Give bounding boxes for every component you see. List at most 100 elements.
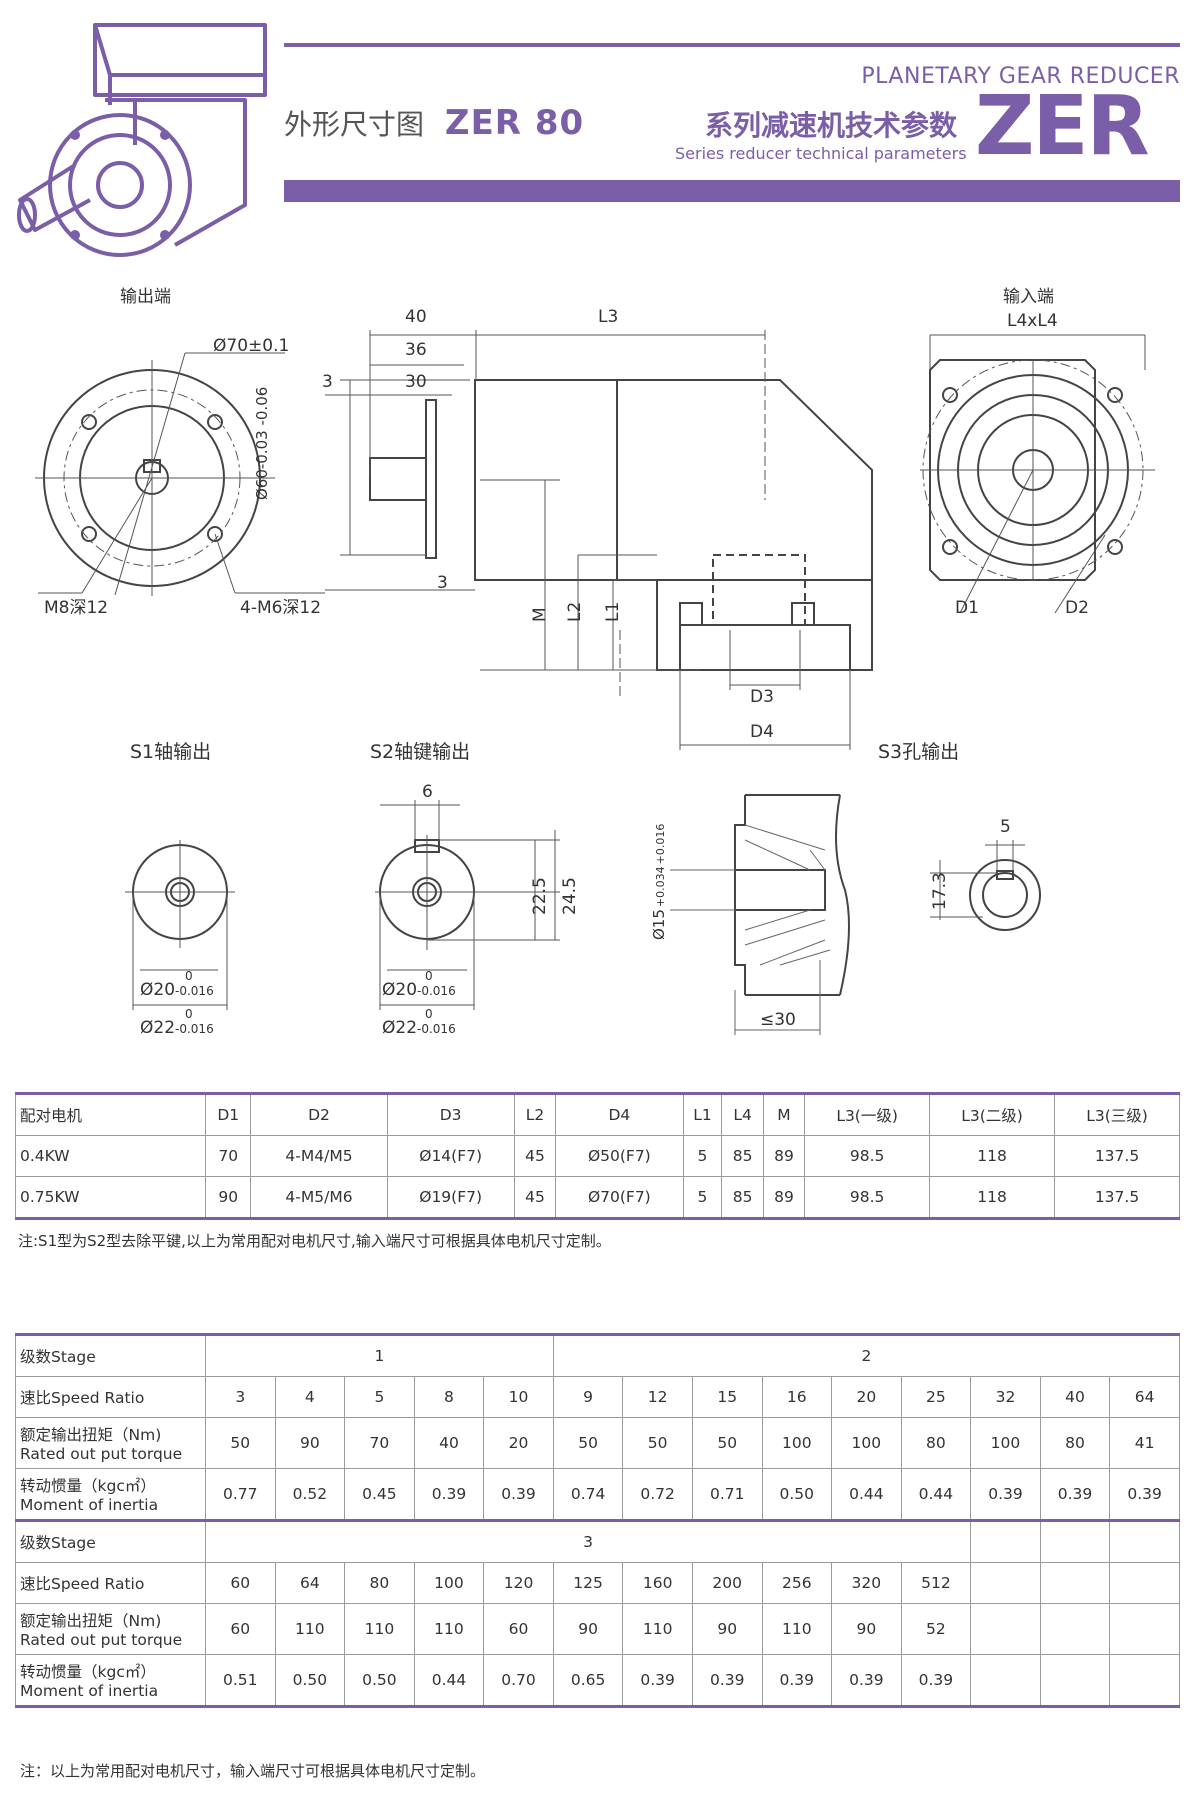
table-cell: 100	[761, 1417, 833, 1469]
table-cell: 90	[552, 1603, 624, 1655]
dim-L1: L1	[603, 601, 623, 622]
table-cell: 0.65	[552, 1654, 624, 1708]
table-cell: 12	[622, 1376, 693, 1418]
table-cell: 3	[205, 1376, 276, 1418]
row-label: 转动惯量（kgc㎡）Moment of inertia	[15, 1654, 206, 1708]
table-cell: Ø50(F7)	[555, 1135, 684, 1177]
input-flange-view	[920, 334, 1155, 614]
s1-shaft-view	[125, 840, 235, 1010]
table-cell: 0.39	[483, 1468, 554, 1522]
motor-table-header: 配对电机 D1 D2 D3 L2 D4 L1 L4 M L3(一级) L3(二级…	[15, 1092, 1180, 1136]
table-cell: 5	[682, 1135, 723, 1177]
s3-dia15: Ø15+0.034+0.016	[650, 823, 668, 940]
table-cell: 50	[552, 1417, 624, 1469]
s2-dim-24-5: 24.5	[560, 877, 580, 915]
table-cell: 70	[204, 1135, 252, 1177]
table-cell: 60	[483, 1603, 554, 1655]
s1-tol0-b: 0	[185, 1007, 193, 1021]
table-cell: 160	[622, 1562, 693, 1604]
row-label-cn: 额定输出扭矩（Nm)	[20, 1612, 162, 1630]
row-label-cn: 转动惯量（kgc㎡）	[20, 1663, 156, 1681]
table-cell: Ø14(F7)	[386, 1135, 515, 1177]
table-cell	[1039, 1654, 1111, 1708]
table-cell: 0.39	[761, 1654, 833, 1708]
dim-3-bottom: 3	[437, 573, 448, 593]
row-label: 额定输出扭矩（Nm)Rated out put torque	[15, 1603, 206, 1655]
table-cell: 0.39	[413, 1468, 485, 1522]
table-cell: 0.71	[691, 1468, 763, 1522]
header-cell: L4	[721, 1092, 764, 1136]
table-cell: 5	[344, 1376, 415, 1418]
table-cell: 64	[274, 1562, 346, 1604]
table-cell	[1109, 1562, 1180, 1604]
table-cell: 9	[552, 1376, 624, 1418]
table-row: 0.4KW 70 4-M4/M5 Ø14(F7) 45 Ø50(F7) 5 85…	[15, 1135, 1180, 1177]
table-cell: 8	[413, 1376, 485, 1418]
table-cell: 98.5	[804, 1176, 931, 1220]
table-cell: 80	[1039, 1417, 1111, 1469]
table-cell: 0.50	[761, 1468, 833, 1522]
row-label: 速比Speed Ratio	[15, 1562, 206, 1604]
table-cell: 256	[761, 1562, 833, 1604]
table-cell: 45	[513, 1176, 557, 1220]
table-cell	[970, 1519, 1041, 1563]
table-cell: 0.50	[344, 1654, 415, 1708]
dim-L4xL4: L4xL4	[1007, 311, 1058, 331]
header-cell: D2	[250, 1092, 388, 1136]
s3-end-view	[930, 840, 1041, 931]
model-name: ZER 80	[444, 103, 585, 143]
table-cell	[1039, 1562, 1111, 1604]
table-cell: 0.39	[970, 1468, 1041, 1522]
motor-table-note: 注:S1型为S2型去除平键,以上为常用配对电机尺寸,输入端尺寸可根据具体电机尺寸…	[18, 1232, 611, 1250]
s2-dim-22-5: 22.5	[530, 877, 550, 915]
table-cell: 0.39	[1109, 1468, 1180, 1522]
table-cell: 110	[344, 1603, 415, 1655]
table-cell: 100	[970, 1417, 1041, 1469]
table-cell: 60	[205, 1562, 276, 1604]
header-cell: D1	[204, 1092, 252, 1136]
table-cell: 0.39	[691, 1654, 763, 1708]
dim-M: M	[530, 607, 550, 622]
table-cell: 80	[344, 1562, 415, 1604]
brand-logo: ZER	[975, 79, 1150, 174]
s3-dim-17-3: 17.3	[930, 872, 950, 910]
dim-30: 30	[405, 372, 427, 392]
table-cell	[970, 1603, 1041, 1655]
output-flange-view	[35, 352, 325, 596]
table-cell	[1039, 1603, 1111, 1655]
table-cell: 16	[761, 1376, 833, 1418]
row-label-cn: 额定输出扭矩（Nm)	[20, 1426, 162, 1444]
row-label: 转动惯量（kgc㎡）Moment of inertia	[15, 1468, 206, 1522]
dim-36: 36	[405, 340, 427, 360]
s1-label: S1轴输出	[130, 741, 212, 763]
table-cell: 2	[552, 1333, 1181, 1377]
row-label-en: Moment of inertia	[20, 1682, 159, 1700]
table-cell: 50	[691, 1417, 763, 1469]
table-cell: Ø70(F7)	[555, 1176, 684, 1220]
dim-L3: L3	[598, 307, 619, 327]
table-cell: 20	[483, 1417, 554, 1469]
header-cell: L1	[682, 1092, 723, 1136]
table-cell: 200	[691, 1562, 763, 1604]
table-cell: 41	[1109, 1417, 1180, 1469]
s3-dim-5: 5	[1000, 817, 1011, 837]
row-label: 级数Stage	[15, 1519, 206, 1563]
table-cell: 90	[691, 1603, 763, 1655]
table-cell: 0.44	[900, 1468, 972, 1522]
table-cell: 0.74	[552, 1468, 624, 1522]
title-cn: 外形尺寸图	[284, 108, 425, 141]
table-cell: 137.5	[1054, 1176, 1180, 1220]
s3-hole-section	[670, 794, 850, 1035]
dim-D4: D4	[750, 722, 774, 742]
table-cell: 0.70	[483, 1654, 554, 1708]
table-cell: 40	[413, 1417, 485, 1469]
row-label: 速比Speed Ratio	[15, 1376, 206, 1418]
s3-label: S3孔输出	[878, 741, 960, 763]
input-end-label: 输入端	[1003, 287, 1054, 307]
table-cell: 110	[274, 1603, 346, 1655]
dim-D1: D1	[955, 598, 979, 618]
row-label: 额定输出扭矩（Nm)Rated out put torque	[15, 1417, 206, 1469]
table-cell	[970, 1562, 1041, 1604]
